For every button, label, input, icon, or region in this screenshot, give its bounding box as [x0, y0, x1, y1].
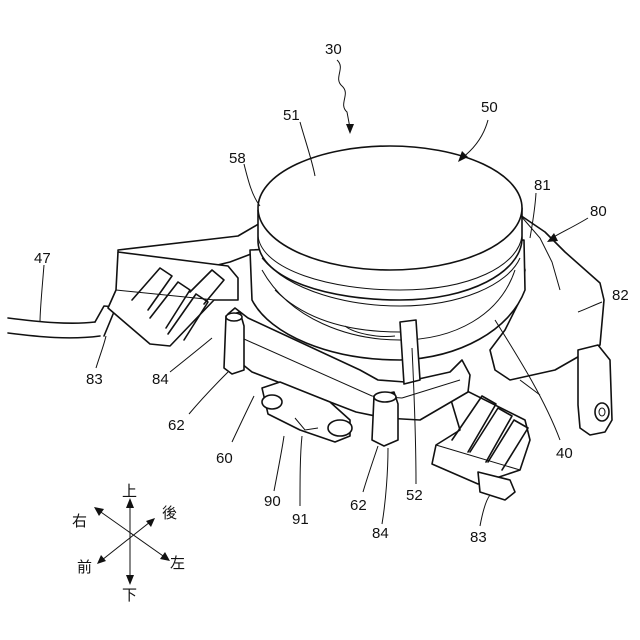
label-30: 30: [325, 41, 342, 58]
arrow-back-icon: [146, 518, 155, 527]
arrow-right-icon: [94, 507, 104, 516]
label-90: 90: [264, 493, 281, 510]
bracket-82: [578, 345, 612, 435]
label-81: 81: [534, 177, 551, 194]
label-52: 52: [406, 487, 423, 504]
label-91: 91: [292, 511, 309, 528]
clip-83-left: [108, 252, 238, 346]
label-62-left: 62: [168, 417, 185, 434]
label-82: 82: [612, 287, 629, 304]
arrow-down-icon: [126, 575, 134, 585]
label-83-left: 83: [86, 371, 103, 388]
label-83-right: 83: [470, 529, 487, 546]
lid-51: [258, 146, 522, 306]
label-60: 60: [216, 450, 233, 467]
label-40: 40: [556, 445, 573, 462]
label-62-right: 62: [350, 497, 367, 514]
arrow-left-icon: [160, 552, 170, 561]
label-47: 47: [34, 250, 51, 267]
dir-front: 前: [77, 558, 92, 576]
dir-back: 後: [162, 504, 177, 522]
label-84-right: 84: [372, 525, 389, 542]
dir-right: 右: [72, 512, 87, 530]
dir-left: 左: [170, 554, 185, 572]
cable-47: [8, 306, 116, 338]
arrow-30: [346, 124, 354, 134]
arrow-front-icon: [97, 555, 106, 564]
dir-down: 下: [122, 586, 137, 604]
direction-compass: 上 下 右 左 前 後: [72, 482, 185, 604]
label-58: 58: [229, 150, 246, 167]
label-51: 51: [283, 107, 300, 124]
label-80: 80: [590, 203, 607, 220]
dir-up: 上: [122, 482, 137, 500]
label-84-left: 84: [152, 371, 169, 388]
label-50: 50: [481, 99, 498, 116]
